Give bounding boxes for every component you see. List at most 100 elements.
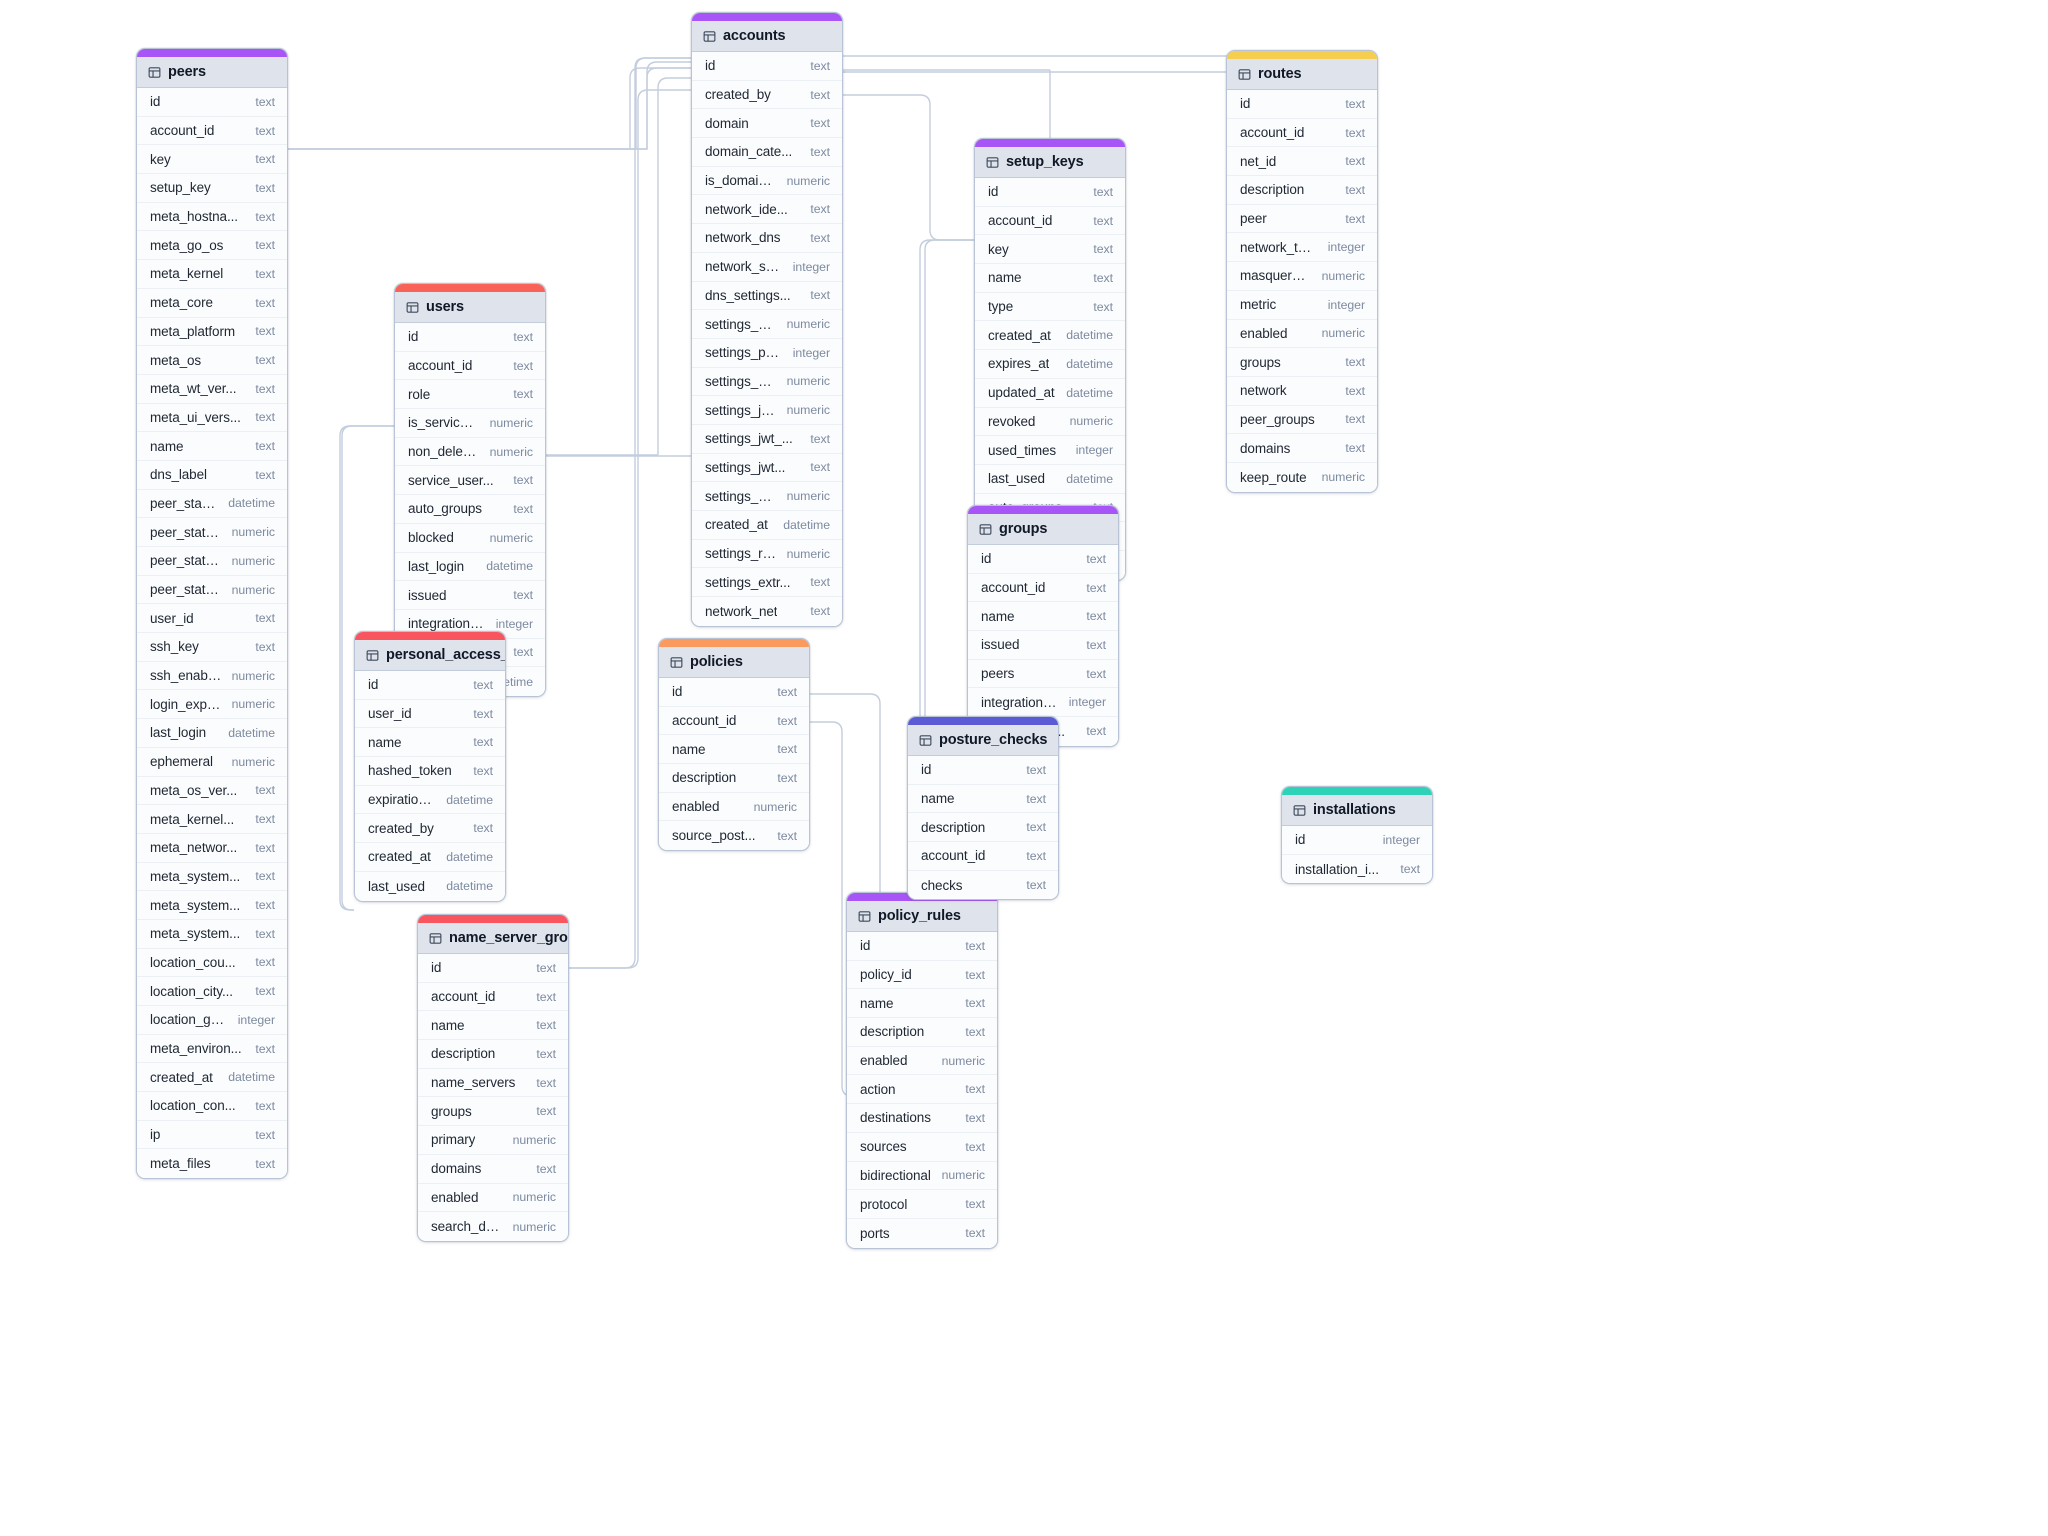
field-row[interactable]: settings_gro...numeric — [692, 367, 842, 397]
table-header[interactable]: groups — [968, 514, 1118, 545]
field-row[interactable]: non_deletablenumeric — [395, 437, 545, 467]
field-row[interactable]: settings_jwt_...text — [692, 424, 842, 454]
field-row[interactable]: peer_status_...datetime — [137, 489, 287, 519]
field-row[interactable]: meta_wt_ver...text — [137, 374, 287, 404]
field-row[interactable]: settings_extr...numeric — [692, 482, 842, 511]
field-row[interactable]: settings_pee...integer — [692, 338, 842, 368]
table-header[interactable]: peers — [137, 57, 287, 88]
field-row[interactable]: meta_system...text — [137, 891, 287, 920]
field-row[interactable]: settings_jwt_...numeric — [692, 396, 842, 425]
field-row[interactable]: search_doma...numeric — [418, 1212, 568, 1241]
field-row[interactable]: settings_extr...text — [692, 568, 842, 598]
table-header[interactable]: policy_rules — [847, 901, 997, 932]
field-row[interactable]: service_user...text — [395, 466, 545, 496]
field-row[interactable]: installation_i...text — [1282, 854, 1432, 884]
field-row[interactable]: meta_system...text — [137, 862, 287, 892]
field-row[interactable]: dns_settings...text — [692, 281, 842, 311]
field-row[interactable]: expiration_da...datetime — [355, 785, 505, 815]
field-row[interactable]: meta_kernel...text — [137, 805, 287, 834]
field-row[interactable]: settings_pee...numeric — [692, 310, 842, 339]
field-row[interactable]: meta_system...text — [137, 919, 287, 949]
field-row[interactable]: settings_jwt...text — [692, 453, 842, 483]
field-row[interactable]: meta_environ...text — [137, 1034, 287, 1064]
field-row[interactable]: location_con...text — [137, 1092, 287, 1121]
table-header[interactable]: personal_access_tokens — [355, 640, 505, 671]
field-row[interactable]: location_city...text — [137, 977, 287, 1006]
field-row[interactable]: location_cou...text — [137, 948, 287, 978]
field-row[interactable]: meta_ui_vers...text — [137, 403, 287, 433]
table-node-personal_access_tokens[interactable]: personal_access_tokensidtextuser_idtextn… — [354, 631, 506, 902]
